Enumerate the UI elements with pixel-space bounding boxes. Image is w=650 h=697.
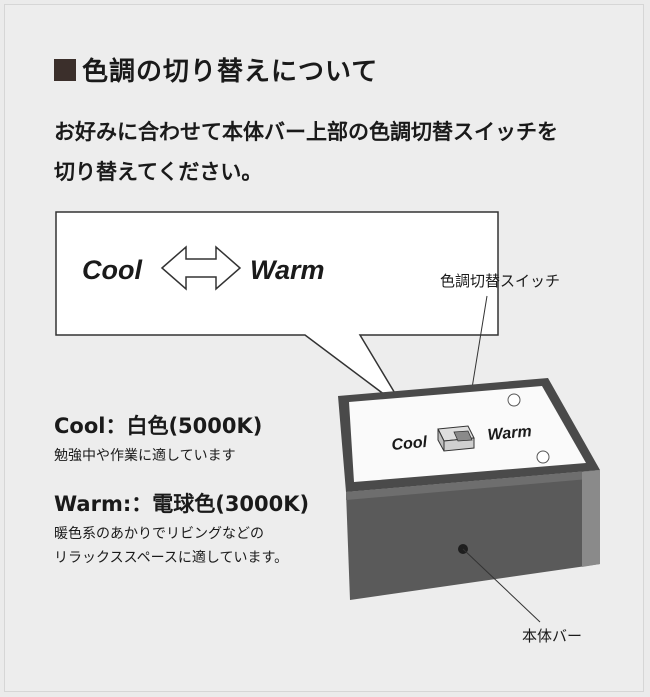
intro-line-1: お好みに合わせて本体バー上部の色調切替スイッチを [54,120,558,144]
intro-text: お好みに合わせて本体バー上部の色調切替スイッチを 切り替えてください。 [54,112,614,192]
switch-label: 色調切替スイッチ [440,272,560,290]
body-leader-line [462,548,541,623]
screw-hole-icon [536,450,550,464]
heading-title: 色調の切り替えについて [82,57,379,87]
body-label: 本体バー [522,627,582,645]
warm-mode-info: Warm:：電球色(3000K) 暖色系のあかりでリビングなどの リラックススペ… [54,488,309,570]
warm-mode-desc-1: 暖色系のあかりでリビングなどの [54,526,264,542]
bar-cool-label: Cool [391,434,428,454]
main-bar: Cool Warm [338,378,600,600]
cool-mode-desc: 勉強中や作業に適しています [54,448,236,464]
color-switch-icon [437,425,475,452]
callout-warm-label: Warm [250,255,325,285]
screw-hole-icon [507,393,521,407]
intro-line-2: 切り替えてください。 [54,160,263,184]
callout-bubble: Cool Warm [55,211,499,411]
section-heading: 色調の切り替えについて [54,51,378,88]
double-arrow-icon [160,245,242,291]
callout-cool-label: Cool [82,255,142,285]
warm-mode-desc-2: リラックススペースに適しています。 [54,550,289,566]
cool-mode-info: Cool：白色(5000K) 勉強中や作業に適しています [54,410,262,468]
warm-mode-title: Warm:：電球色(3000K) [54,492,310,516]
bar-warm-label: Warm [487,423,532,444]
heading-square-icon [54,58,76,81]
cool-mode-title: Cool：白色(5000K) [54,414,263,438]
